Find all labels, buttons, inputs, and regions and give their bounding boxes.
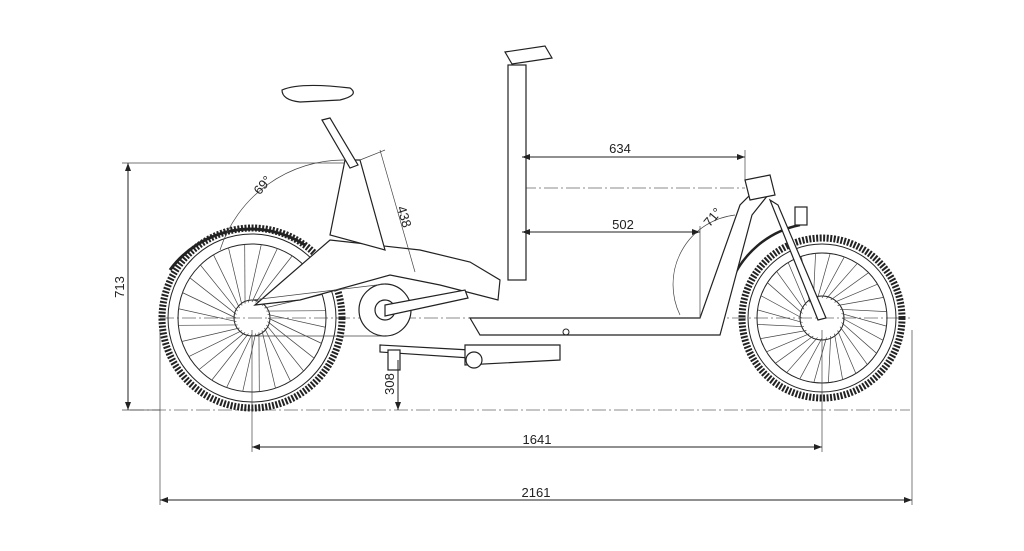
spoke bbox=[213, 254, 240, 309]
spoke bbox=[799, 337, 823, 380]
handlebar bbox=[504, 45, 553, 65]
spoke bbox=[834, 283, 878, 303]
spoke bbox=[837, 297, 884, 306]
spoke bbox=[787, 262, 807, 306]
spoke bbox=[841, 313, 887, 327]
cargo-top-label: 634 bbox=[609, 141, 631, 156]
saddle bbox=[281, 84, 354, 103]
spoke bbox=[776, 271, 805, 310]
wheelbase-label: 1641 bbox=[523, 432, 552, 447]
spoke bbox=[837, 330, 857, 374]
spoke bbox=[261, 330, 276, 389]
spoke bbox=[826, 263, 858, 299]
spoke bbox=[228, 247, 243, 306]
rear-fender bbox=[168, 227, 306, 271]
spoke bbox=[760, 295, 803, 319]
spoke bbox=[821, 256, 845, 299]
spoke bbox=[767, 282, 803, 314]
cargo-bottom-label: 502 bbox=[612, 217, 634, 232]
seat-tube-label: 438 bbox=[394, 204, 415, 229]
spoke bbox=[189, 277, 237, 315]
spoke bbox=[200, 264, 238, 312]
spoke bbox=[841, 322, 877, 354]
spoke bbox=[840, 308, 887, 312]
seat-angle-label: 69° bbox=[250, 173, 274, 198]
spoke bbox=[198, 332, 246, 370]
spoke bbox=[266, 324, 304, 372]
head-angle-label: 71° bbox=[700, 205, 724, 230]
spoke bbox=[817, 253, 831, 299]
spoke bbox=[830, 272, 869, 301]
spoke bbox=[181, 327, 240, 342]
spoke bbox=[757, 309, 803, 323]
spoke bbox=[226, 333, 253, 388]
spoke bbox=[242, 333, 256, 392]
spoke bbox=[188, 330, 243, 357]
spoke bbox=[786, 337, 818, 373]
spoke bbox=[251, 248, 278, 303]
spoke bbox=[255, 255, 293, 303]
seat-angle-arc bbox=[219, 159, 346, 251]
spoke bbox=[211, 333, 249, 381]
head-angle-arc bbox=[672, 214, 736, 316]
overall-length-label: 2161 bbox=[522, 485, 551, 500]
spoke bbox=[264, 327, 291, 382]
spoke bbox=[267, 314, 326, 328]
steering-column bbox=[507, 64, 527, 281]
spoke bbox=[841, 317, 884, 341]
spoke bbox=[760, 330, 807, 339]
spoke bbox=[178, 308, 237, 322]
spoke bbox=[267, 321, 315, 359]
spoke bbox=[839, 326, 868, 365]
spoke bbox=[267, 317, 322, 344]
crank-arm bbox=[384, 289, 469, 317]
fork bbox=[768, 198, 827, 321]
spoke bbox=[775, 335, 814, 364]
dimension-lines bbox=[122, 150, 913, 505]
spoke bbox=[834, 333, 843, 380]
spoke bbox=[813, 337, 827, 383]
frame bbox=[251, 45, 827, 371]
spoke bbox=[757, 324, 804, 328]
spoke bbox=[766, 333, 810, 353]
height-label: 713 bbox=[112, 276, 127, 298]
bb-height-label: 308 bbox=[382, 373, 397, 395]
spoke bbox=[248, 244, 262, 303]
spoke bbox=[182, 292, 237, 319]
spoke bbox=[828, 336, 832, 383]
